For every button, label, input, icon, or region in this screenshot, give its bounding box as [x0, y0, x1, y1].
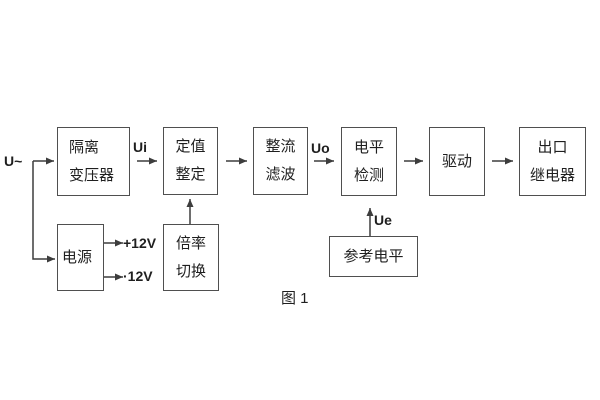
block-rectify-filter-line2: 滤波 — [265, 166, 296, 183]
rail-label-minus12v: ·12V — [123, 268, 153, 284]
block-drive: 驱动 — [429, 127, 485, 196]
block-drive-label: 驱动 — [441, 152, 472, 170]
block-isolation-transformer-line1: 隔离 — [69, 138, 100, 156]
arrow-input-to-power — [32, 161, 55, 263]
block-ratio-switch-line1: 倍率 — [175, 234, 206, 252]
block-reference-level-label: 参考电平 — [343, 247, 404, 265]
block-level-detect: 电平 检测 — [341, 127, 397, 196]
input-signal-label: U~ — [4, 153, 23, 169]
block-ratio-switch: 倍率 切换 — [163, 224, 219, 291]
block-power-supply-label: 电源 — [62, 248, 93, 266]
figure-caption: 图 1 — [281, 290, 309, 307]
block-output-relay-line1: 出口 — [537, 138, 568, 156]
block-ratio-switch-line2: 切换 — [175, 262, 206, 280]
block-rectify-filter-line1: 整流 — [265, 138, 296, 155]
signal-label-ue: Ue — [374, 212, 392, 228]
block-level-detect-line2: 检测 — [353, 166, 384, 184]
signal-label-uo: Uo — [311, 140, 330, 156]
block-setting-adjust: 定值 整定 — [163, 127, 218, 195]
block-reference-level: 参考电平 — [329, 236, 418, 277]
signal-label-ui: Ui — [133, 139, 147, 155]
block-isolation-transformer-line2: 变压器 — [69, 166, 115, 184]
block-power-supply: 电源 — [57, 224, 104, 291]
block-output-relay: 出口 继电器 — [519, 127, 586, 196]
block-output-relay-line2: 继电器 — [529, 166, 575, 184]
block-level-detect-line1: 电平 — [353, 138, 384, 156]
block-isolation-transformer: 隔离 变压器 — [57, 127, 130, 196]
rail-label-plus12v: +12V — [123, 235, 157, 251]
block-setting-adjust-line2: 整定 — [175, 166, 206, 183]
block-rectify-filter: 整流 滤波 — [253, 127, 308, 195]
block-setting-adjust-line1: 定值 — [175, 138, 206, 155]
